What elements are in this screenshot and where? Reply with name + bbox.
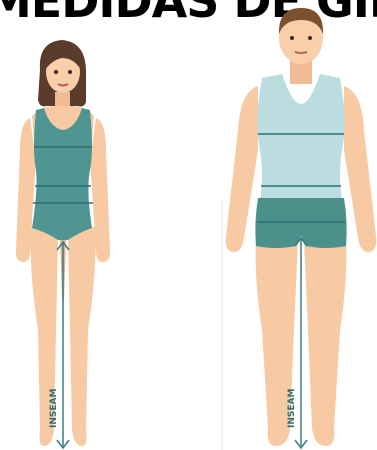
male-left-arm — [226, 86, 258, 252]
female-figure: INSEAM — [16, 40, 110, 448]
male-inseam-label: INSEAM — [287, 389, 297, 428]
female-inseam-label: INSEAM — [49, 389, 59, 428]
male-eye-left — [290, 36, 294, 40]
male-tank-top — [257, 74, 344, 200]
male-eye-right — [308, 36, 312, 40]
female-eye-left — [54, 70, 58, 74]
male-right-arm — [344, 86, 376, 252]
female-right-leg — [68, 226, 96, 446]
male-figure: INSEAM — [226, 8, 377, 448]
male-mouth — [295, 52, 307, 53]
female-eye-right — [68, 70, 72, 74]
male-right-leg — [304, 236, 346, 446]
